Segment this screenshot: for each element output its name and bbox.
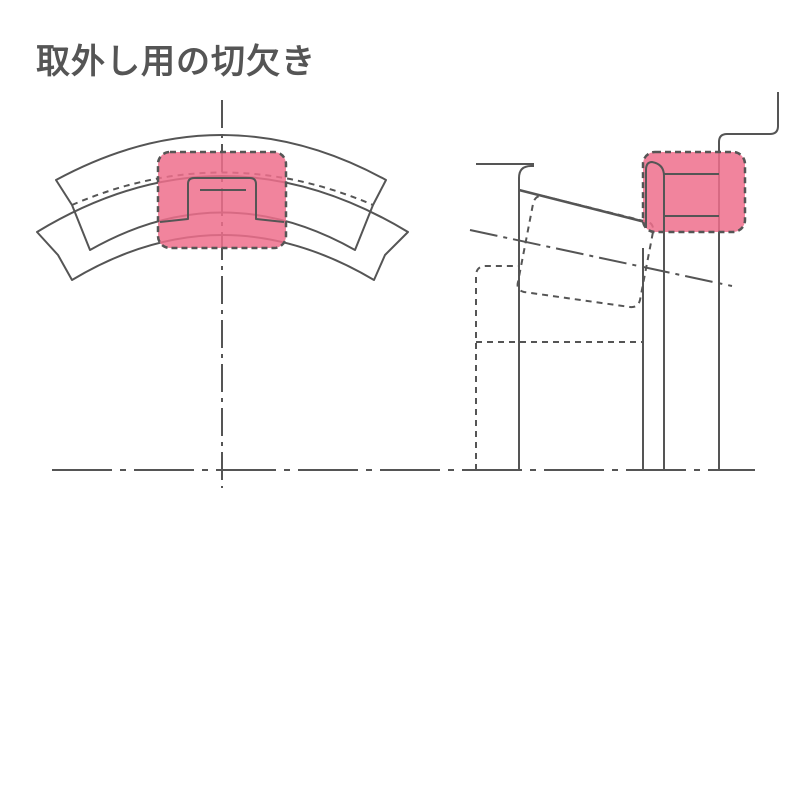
leader-line <box>718 92 779 150</box>
notch-profile <box>159 177 285 223</box>
raceway-line <box>518 188 646 224</box>
inner-ring-outline <box>518 165 534 470</box>
tapered-roller-dashed <box>516 194 655 309</box>
front-view <box>36 100 409 488</box>
outer-ring <box>55 134 387 251</box>
housing-dashed <box>475 265 519 470</box>
notch-highlight-front <box>156 150 288 250</box>
page-title: 取外し用の切欠き <box>36 42 316 82</box>
notch-highlight-section <box>641 150 747 234</box>
contact-angle-line <box>469 229 733 287</box>
section-view <box>52 92 779 471</box>
notch-detail <box>645 161 665 232</box>
